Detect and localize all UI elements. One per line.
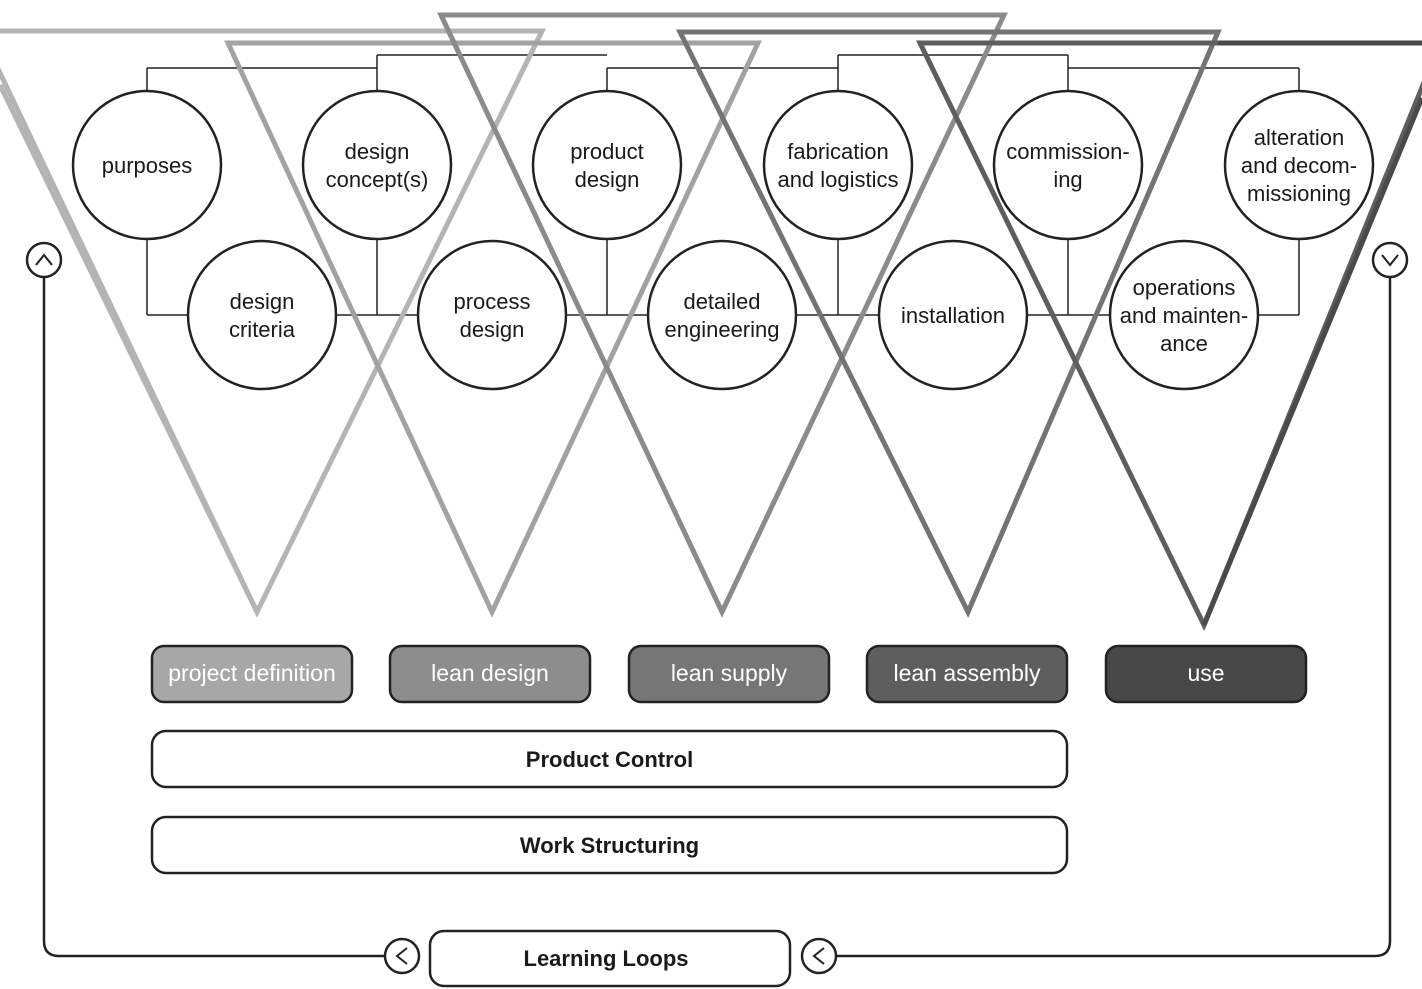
step-node: installation: [877, 239, 1029, 391]
step-label: design: [460, 317, 525, 342]
step-node: operations and mainten-ance: [1108, 239, 1260, 391]
step-node: fabrication and logistics: [762, 89, 914, 241]
step-node: purposes: [71, 89, 223, 241]
phase-triangles: [0, 12, 1422, 632]
learning-loop-path: [42, 278, 1392, 958]
step-label: engineering: [665, 317, 780, 342]
phase-triangle: [0, 28, 547, 618]
step-label: and mainten-: [1120, 303, 1248, 328]
learning-loops-label: Learning Loops: [524, 946, 689, 971]
step-label: design: [230, 289, 295, 314]
phase-pill: lean assembly: [865, 644, 1069, 704]
product-control-label: Product Control: [526, 747, 693, 772]
work-structuring-label: Work Structuring: [520, 833, 699, 858]
phase-pill: use: [1104, 644, 1308, 704]
phase-label: use: [1187, 660, 1224, 686]
step-label: criteria: [229, 317, 296, 342]
connector-lines: [146, 54, 1300, 316]
step-circles: purposes design criteria design concept(s) pr…: [71, 89, 1375, 391]
step-node: process design: [416, 239, 568, 391]
triangle-edge: [0, 83, 260, 614]
phase-labels: project definition lean design lean supply…: [150, 644, 1308, 704]
phase-label: lean supply: [671, 660, 788, 686]
step-node: design criteria: [186, 239, 338, 391]
step-label: fabrication: [787, 139, 889, 164]
phase-pill: project definition: [150, 644, 354, 704]
phase-pill: lean design: [388, 644, 592, 704]
step-label: missioning: [1247, 181, 1351, 206]
phase-label: project definition: [168, 660, 336, 686]
step-label: concept(s): [326, 167, 429, 192]
phase-triangle: [675, 29, 1222, 618]
step-node: alteration and decom-missioning: [1223, 89, 1375, 241]
step-label: operations: [1133, 275, 1236, 300]
chevron-up-icon: [25, 241, 63, 279]
step-node: detailed engineering: [646, 239, 798, 391]
step-label: and logistics: [777, 167, 898, 192]
phase-pill: lean supply: [627, 644, 831, 704]
work-structuring-bar: Work Structuring: [150, 815, 1069, 875]
chevron-left-icon: [800, 937, 838, 975]
step-label: alteration: [1254, 125, 1345, 150]
step-node: product design: [531, 89, 683, 241]
product-control-bar: Product Control: [150, 729, 1069, 789]
phase-label: lean assembly: [893, 660, 1041, 686]
step-label: design: [575, 167, 640, 192]
step-label: and decom-: [1241, 153, 1357, 178]
step-label: detailed: [683, 289, 760, 314]
step-node: commission-ing: [992, 89, 1144, 241]
step-label: ing: [1053, 167, 1082, 192]
step-label: ance: [1160, 331, 1208, 356]
step-label: installation: [901, 303, 1005, 328]
step-label: process: [453, 289, 530, 314]
triangle-edge: [1201, 97, 1422, 626]
step-label: design: [345, 139, 410, 164]
phase-triangle: [437, 12, 1008, 618]
step-label: purposes: [102, 153, 193, 178]
step-node: design concept(s): [301, 89, 453, 241]
step-label: product: [570, 139, 643, 164]
chevron-left-icon: [383, 937, 421, 975]
phase-label: lean design: [431, 660, 549, 686]
phase-triangle: [224, 40, 762, 618]
learning-loops-bar: Learning Loops: [428, 929, 792, 988]
step-label: commission-: [1006, 139, 1129, 164]
chevron-down-icon: [1371, 241, 1409, 279]
